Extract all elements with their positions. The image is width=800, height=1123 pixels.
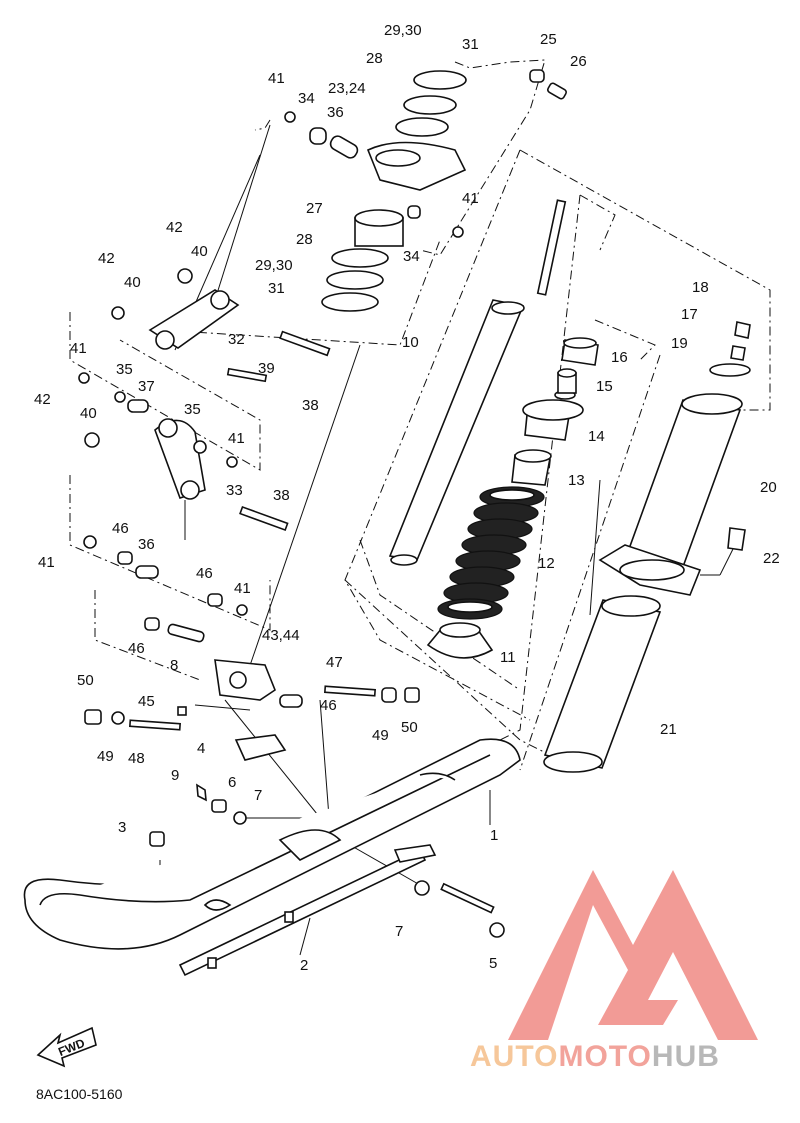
automotohub-logo-icon: [508, 870, 758, 1040]
callout-21: 21: [660, 721, 677, 738]
callout-40c: 40: [80, 405, 97, 422]
callout-27: 27: [306, 200, 323, 217]
callout-15: 15: [596, 378, 613, 395]
callout-1: 1: [490, 827, 498, 844]
brand-part-moto: MOTO: [558, 1040, 652, 1073]
callout-35b: 35: [184, 401, 201, 418]
callout-36: 36: [327, 104, 344, 121]
callout-39: 39: [258, 360, 275, 377]
callout-26: 26: [570, 53, 587, 70]
callout-50: 50: [77, 672, 94, 689]
ski: [23, 738, 521, 977]
callout-20: 20: [760, 479, 777, 496]
callout-43-44: 43,44: [262, 627, 300, 644]
callout-41: 41: [268, 70, 285, 87]
callout-38: 38: [302, 397, 319, 414]
diagram-code: 8AC100-5160: [36, 1086, 123, 1102]
callout-49b: 49: [372, 727, 389, 744]
spring-seat: [426, 622, 494, 659]
callout-25: 25: [540, 31, 557, 48]
callout-42c: 42: [34, 391, 51, 408]
callout-42: 42: [166, 219, 183, 236]
callout-41d: 41: [228, 430, 245, 447]
callout-7: 7: [254, 787, 262, 804]
callout-14: 14: [588, 428, 605, 445]
callout-18: 18: [692, 279, 709, 296]
upper-bracket: [284, 69, 567, 238]
callout-13: 13: [568, 472, 585, 489]
callout-49: 49: [97, 748, 114, 765]
callout-17: 17: [681, 306, 698, 323]
callout-19: 19: [671, 335, 688, 352]
callout-29-30: 29,30: [384, 22, 422, 39]
callout-46: 46: [112, 520, 129, 537]
callout-32: 32: [228, 331, 245, 348]
callout-4: 4: [197, 740, 205, 757]
callout-34b: 34: [403, 248, 420, 265]
callout-31: 31: [462, 36, 479, 53]
fwd-arrow-icon: FWD: [36, 1026, 97, 1068]
callout-34: 34: [298, 90, 315, 107]
callout-31b: 31: [268, 280, 285, 297]
callout-3: 3: [118, 819, 126, 836]
callout-33: 33: [226, 482, 243, 499]
callout-28b: 28: [296, 231, 313, 248]
link-arms: [78, 268, 331, 643]
callout-23-24: 23,24: [328, 80, 366, 97]
callout-46b: 46: [196, 565, 213, 582]
callout-11: 11: [500, 649, 516, 666]
brand-part-hub: HUB: [651, 1040, 720, 1073]
callout-40b: 40: [124, 274, 141, 291]
callout-16: 16: [611, 349, 628, 366]
callout-12: 12: [538, 555, 555, 572]
callout-8: 8: [170, 657, 178, 674]
brand-part-auto: AUTO: [470, 1040, 559, 1073]
callout-28: 28: [366, 50, 383, 67]
callout-5: 5: [489, 955, 497, 972]
assembly-outlines: [69, 59, 771, 771]
callout-10: 10: [402, 334, 419, 351]
callout-22: 22: [763, 550, 780, 567]
callout-48: 48: [128, 750, 145, 767]
shock-rod: [388, 199, 567, 566]
callout-42b: 42: [98, 250, 115, 267]
callout-41c: 41: [70, 340, 87, 357]
upper-washers: [321, 70, 467, 312]
callout-37: 37: [138, 378, 155, 395]
callout-6: 6: [228, 774, 236, 791]
callout-45: 45: [138, 693, 155, 710]
callout-35: 35: [116, 361, 133, 378]
fwd-label: FWD: [56, 1036, 87, 1059]
brand-wordmark: AUTOMOTOHUB: [470, 1040, 800, 1074]
callout-38b: 38: [273, 487, 290, 504]
callout-9: 9: [171, 767, 179, 784]
leader-lines: [159, 124, 736, 956]
callout-50b: 50: [401, 719, 418, 736]
callout-2: 2: [300, 957, 308, 974]
callout-46d: 46: [320, 697, 337, 714]
callout-41e: 41: [38, 554, 55, 571]
coil-spring: [437, 486, 545, 620]
callout-46c: 46: [128, 640, 145, 657]
callout-36b: 36: [138, 536, 155, 553]
lower-pivot: [84, 659, 420, 847]
callout-47: 47: [326, 654, 343, 671]
callout-41f: 41: [234, 580, 251, 597]
bump-stops: [511, 337, 599, 486]
shock-body: [598, 321, 751, 596]
callout-40: 40: [191, 243, 208, 260]
callout-7b: 7: [395, 923, 403, 940]
callout-41b: 41: [462, 190, 479, 207]
callout-labels: 1 2 3 4 5 6 7 7 8 9 10 11 12 13 14 15 16…: [34, 22, 780, 974]
callout-29-30b: 29,30: [255, 257, 293, 274]
cover-tube: [543, 595, 662, 773]
